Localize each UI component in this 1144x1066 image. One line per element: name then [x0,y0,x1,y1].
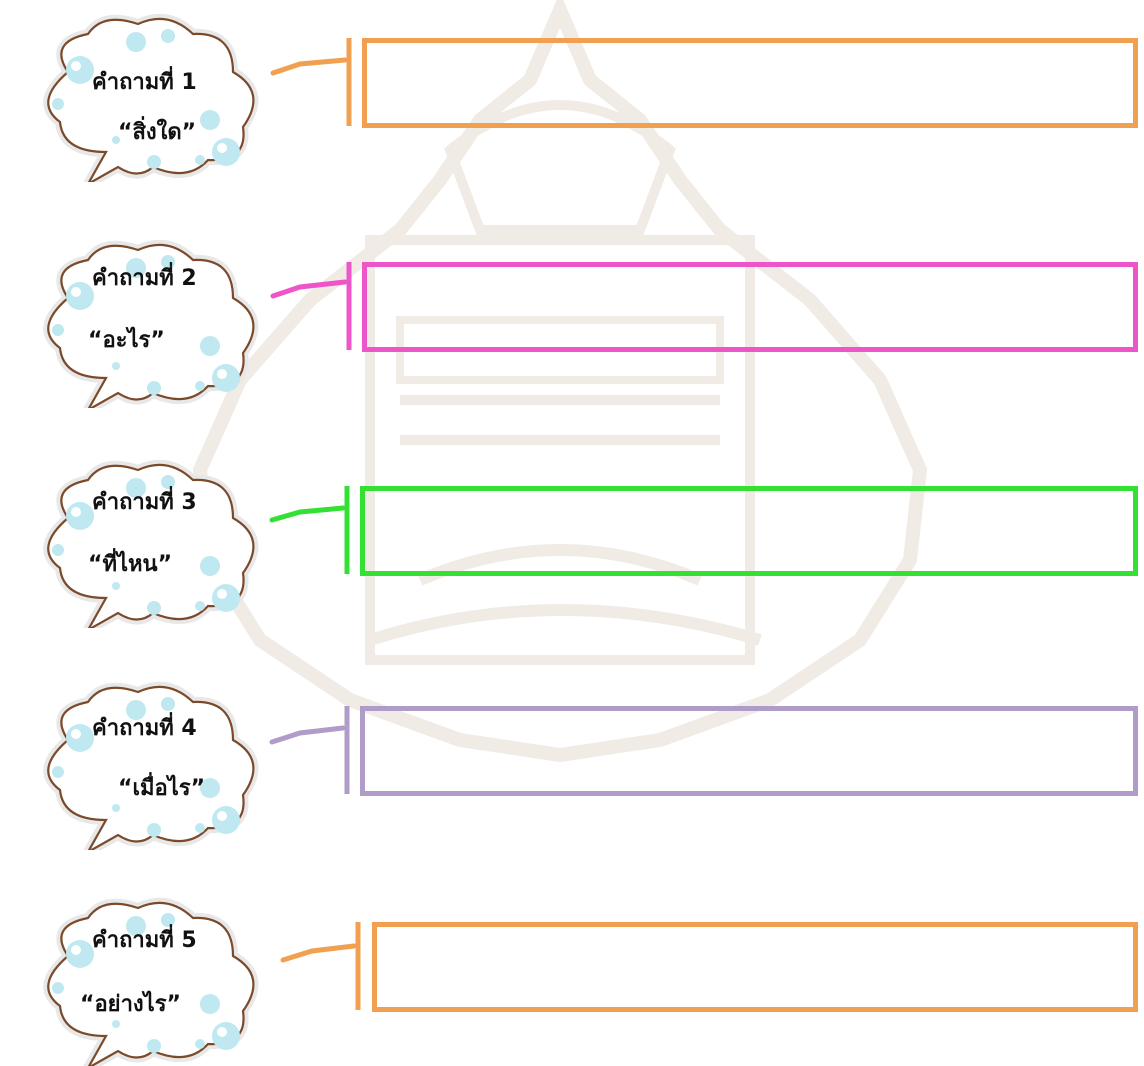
answer-box[interactable] [360,486,1138,576]
speech-cloud-icon [43,459,259,628]
question-bubble: คำถามที่ 3 “ที่ไหน” [28,458,278,628]
question-word: “เมื่อไร” [118,776,206,801]
connector-path [270,57,348,76]
speech-cloud-icon [43,239,259,408]
connector-path [269,725,346,745]
connector-path [270,279,348,299]
question-number-label: คำถามที่ 1 [92,70,197,95]
answer-box[interactable] [362,38,1138,128]
answer-box[interactable] [372,922,1138,1012]
question-word: “ที่ไหน” [88,552,173,577]
question-bubble: คำถามที่ 5 “อย่างไร” [28,896,278,1066]
question-word: “สิ่งใด” [118,120,197,145]
question-number-label: คำถามที่ 2 [92,266,197,291]
speech-cloud-icon [43,13,259,182]
speech-cloud-icon [43,897,259,1066]
question-word: “อะไร” [88,328,165,353]
speech-cloud-icon [43,681,259,850]
question-number-label: คำถามที่ 3 [92,490,197,515]
question-number-label: คำถามที่ 5 [92,928,197,953]
question-bubble: คำถามที่ 4 “เมื่อไร” [28,680,278,850]
question-bubble: คำถามที่ 2 “อะไร” [28,238,278,408]
question-number-label: คำถามที่ 4 [92,716,197,741]
connector-path [269,505,346,523]
answer-box[interactable] [362,262,1138,352]
question-word: “อย่างไร” [80,992,181,1017]
connector-path [280,943,357,963]
question-bubble: คำถามที่ 1 “สิ่งใด” [28,12,278,182]
answer-box[interactable] [360,706,1138,796]
